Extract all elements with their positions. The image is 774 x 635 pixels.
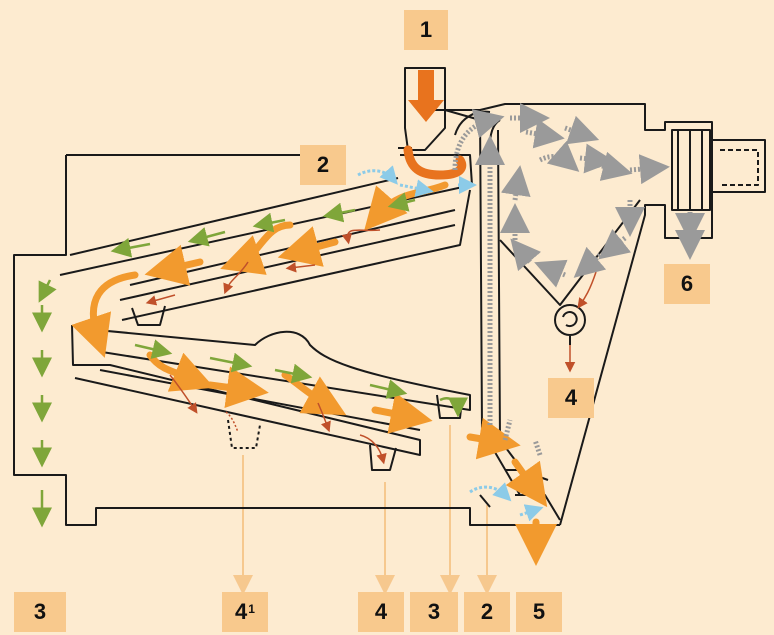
label-outlet-4-1-superscript: 1: [248, 602, 255, 616]
label-outlet-5-text: 5: [532, 599, 546, 624]
dust-flow: [452, 103, 705, 456]
label-outlet-4-text: 4: [374, 599, 388, 624]
label-outlet-3-text: 3: [427, 599, 441, 624]
label-outlet-2-text: 2: [480, 599, 494, 624]
grain-flow: [71, 181, 557, 566]
feed-arrow: [403, 70, 467, 180]
label-outlet-4-1-text: 4: [235, 599, 248, 624]
machine-housing: [13, 67, 766, 526]
label-fan: 6: [664, 264, 710, 304]
label-air-top-text: 2: [316, 152, 330, 177]
label-outlet-4: 4: [358, 592, 404, 632]
label-inlet: 1: [404, 10, 448, 50]
air-flow: [357, 165, 544, 522]
label-outlet-3-left: 3: [14, 592, 66, 632]
label-outlet-3: 3: [410, 592, 458, 632]
label-fan-text: 6: [680, 271, 694, 296]
label-settling: 4: [548, 378, 594, 418]
heavy-flow: [145, 229, 597, 465]
light-flow: [32, 192, 468, 528]
label-outlet-3-left-text: 3: [33, 599, 47, 624]
label-air-top: 2: [300, 145, 346, 185]
label-outlet-2: 2: [464, 592, 510, 632]
label-settling-text: 4: [564, 385, 578, 410]
label-inlet-text: 1: [419, 17, 433, 42]
label-outlet-5: 5: [516, 592, 562, 632]
outlet-lines: [233, 425, 497, 595]
